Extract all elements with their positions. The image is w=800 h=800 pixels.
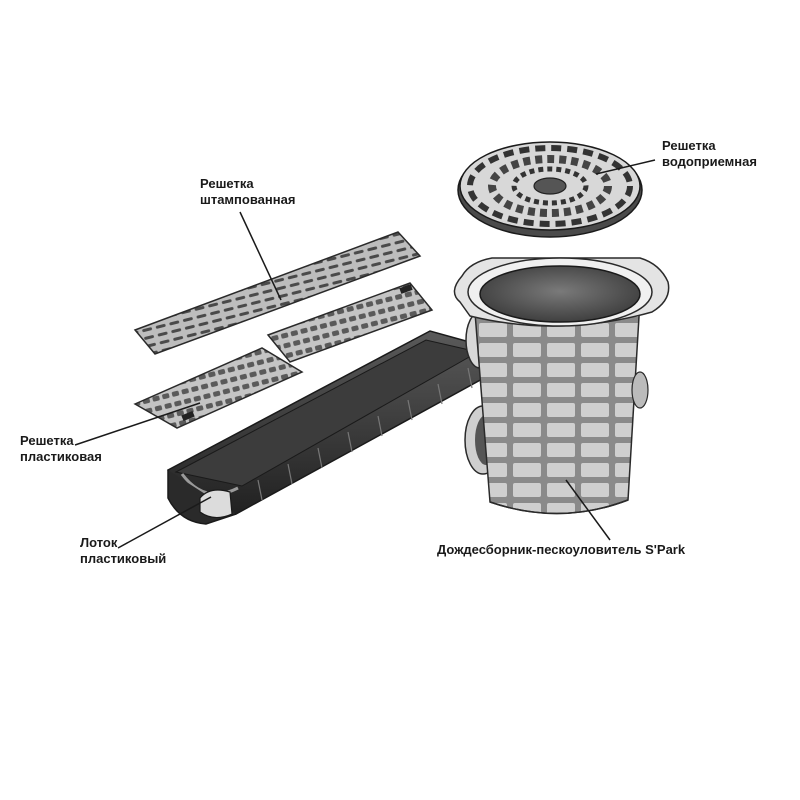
label-stamped-grate: Решетка штампованная: [200, 176, 295, 207]
plastic-grate-left: [133, 347, 304, 429]
plastic-channel: [166, 330, 485, 525]
label-round-grate: Решетка водоприемная: [662, 138, 757, 169]
leader-sandtrap: [565, 479, 611, 541]
plastic-grate-right: [266, 282, 434, 363]
label-plastic-grate: Решетка пластиковая: [20, 433, 102, 464]
leader-plastic-grate: [74, 402, 201, 446]
sand-trap: [453, 257, 670, 515]
leader-lines: [74, 159, 656, 549]
leader-round: [595, 159, 656, 175]
leader-stamped: [239, 211, 282, 301]
leader-channel: [117, 496, 212, 549]
label-sand-trap: Дождесборник-пескоуловитель S'Park: [437, 542, 686, 557]
label-plastic-channel: Лоток пластиковый: [80, 535, 166, 566]
round-grate: [457, 141, 643, 238]
